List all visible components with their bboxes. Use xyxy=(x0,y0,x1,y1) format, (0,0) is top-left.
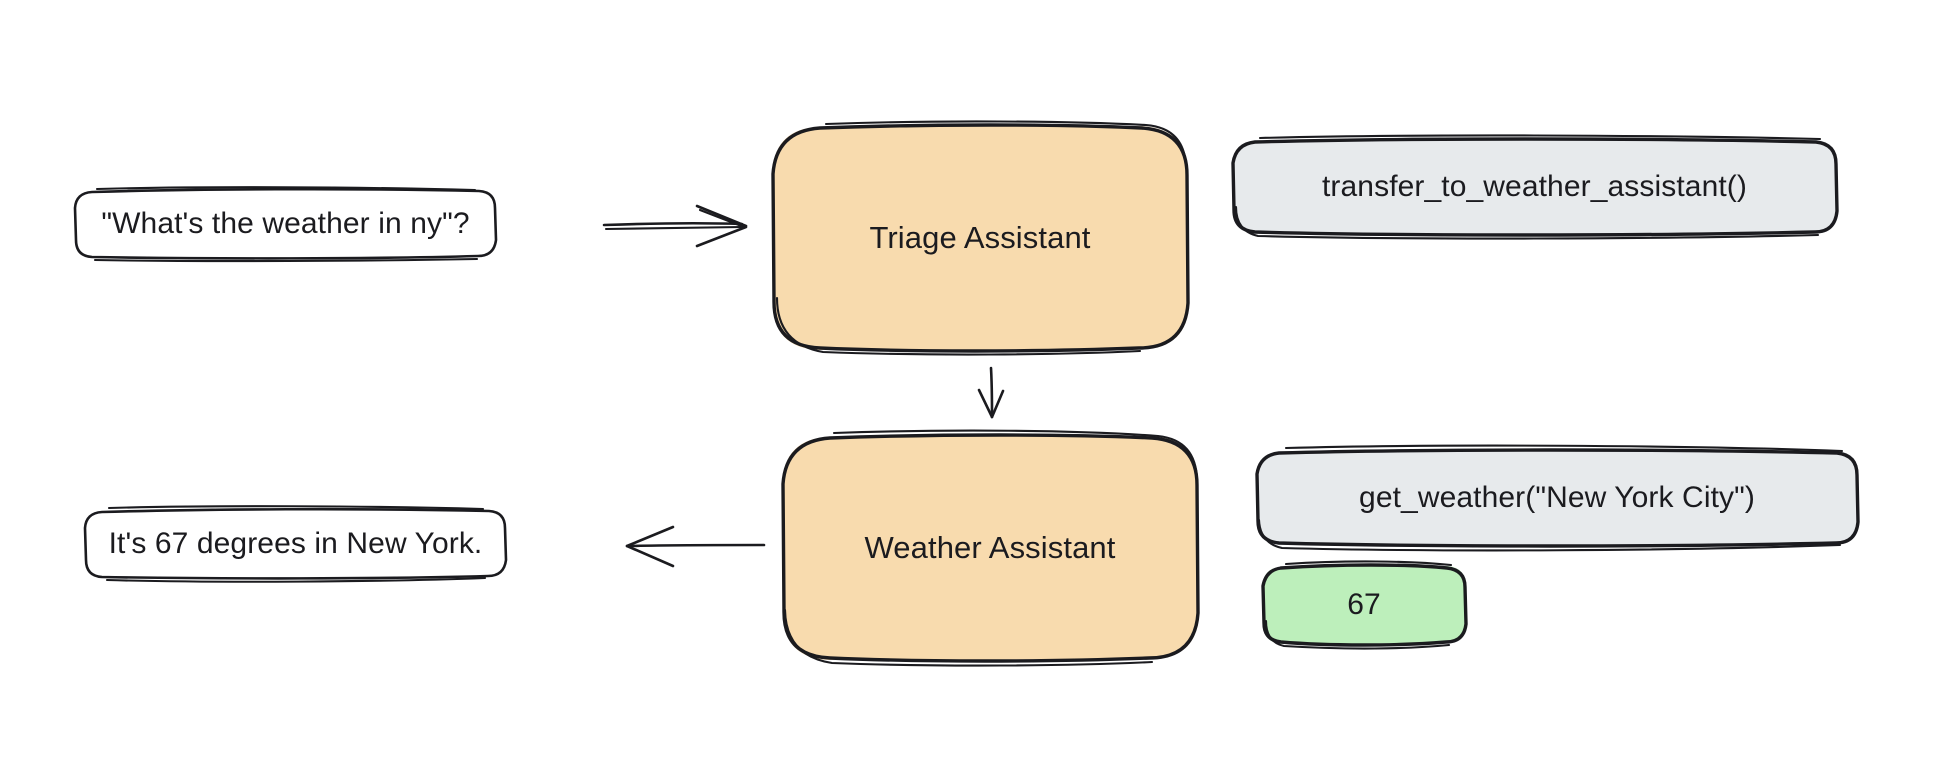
edge-weather-to-user-icon xyxy=(625,525,766,568)
edge-triage-to-weather-icon xyxy=(977,366,1005,419)
tool-call-transfer[interactable]: transfer_to_weather_assistant() xyxy=(1228,134,1841,240)
tool-call-get-weather[interactable]: get_weather("New York City") xyxy=(1252,444,1862,552)
message-answer-text: It's 67 degrees in New York. xyxy=(108,527,483,560)
edge-user-to-triage-icon xyxy=(602,204,748,248)
tool-result-label: 67 xyxy=(1347,588,1381,621)
agent-triage-label: Triage Assistant xyxy=(869,220,1091,255)
tool-result-temperature[interactable]: 67 xyxy=(1258,560,1470,650)
tool-transfer-label: transfer_to_weather_assistant() xyxy=(1322,170,1747,203)
message-question-text: "What's the weather in ny"? xyxy=(101,207,470,240)
agent-weather-label: Weather Assistant xyxy=(864,530,1116,565)
tool-get-weather-label: get_weather("New York City") xyxy=(1359,481,1755,514)
message-bubble-question[interactable]: "What's the weather in ny"? xyxy=(73,186,498,263)
agent-node-triage[interactable]: Triage Assistant xyxy=(768,120,1192,356)
agent-node-weather[interactable]: Weather Assistant xyxy=(778,429,1202,667)
message-bubble-answer[interactable]: It's 67 degrees in New York. xyxy=(83,505,508,583)
